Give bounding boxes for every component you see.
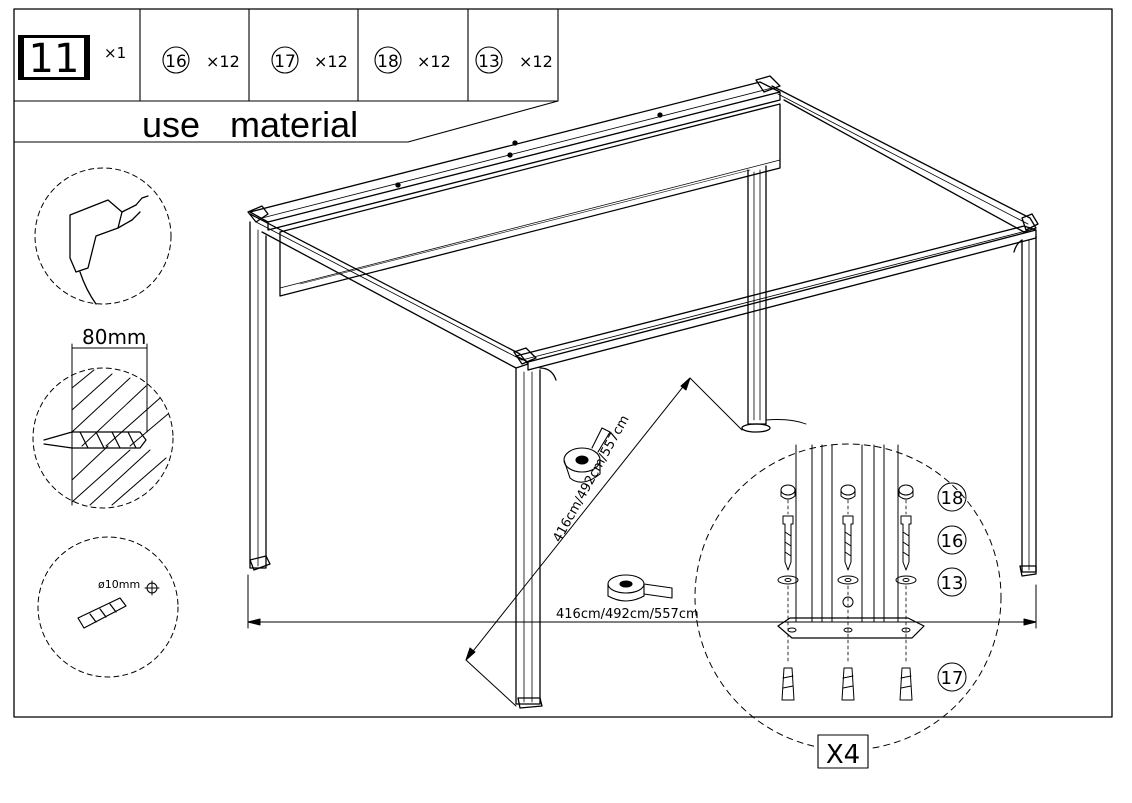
parts-table <box>13 8 559 143</box>
part-qty: ×12 <box>314 52 348 71</box>
base-plate <box>777 617 925 639</box>
part-number-circle <box>937 567 967 597</box>
wall-hatch <box>71 369 169 506</box>
anchor-parts <box>781 667 913 701</box>
part-number-circle <box>374 46 402 74</box>
part-cell-17: 17 ×12 <box>271 46 348 74</box>
callout-part-16: 16 <box>941 531 964 552</box>
outer-border <box>13 8 1113 718</box>
drill-icon <box>69 195 149 305</box>
part-cell-18: 18 ×12 <box>374 46 451 74</box>
drill-depth-label: 80mm <box>82 325 146 349</box>
step-number-badge: 11 <box>18 35 90 82</box>
detail-callout: 18 16 13 17 <box>694 443 1002 751</box>
part-number: 17 <box>274 52 296 72</box>
multiplier-box <box>817 734 869 769</box>
tape-measure-icon <box>607 574 673 602</box>
use-material-label: use material <box>142 104 358 145</box>
width-dimension <box>247 574 1037 629</box>
drill-tool-panel <box>34 167 172 305</box>
part-qty: ×12 <box>206 52 240 71</box>
cap-parts <box>780 484 914 500</box>
anchor-diameter-label: ø10mm <box>98 578 140 591</box>
screw-parts <box>782 515 912 571</box>
part-cell-13: 13 ×12 <box>475 46 553 74</box>
anchor-bolt-icon <box>43 431 147 449</box>
pergola-frame <box>247 75 1039 709</box>
diagonal-dimension <box>465 377 743 707</box>
multiplier-label: X4 <box>826 740 860 770</box>
callout-part-13: 13 <box>941 573 964 594</box>
part-qty: ×12 <box>417 52 451 71</box>
part-number-circle <box>937 525 967 555</box>
post-detail <box>795 444 899 623</box>
anchor-plug-icon <box>77 597 127 629</box>
leg-back-right <box>747 165 767 425</box>
front-beam <box>515 225 1037 371</box>
callout-part-18: 18 <box>941 488 964 509</box>
part-number-circle <box>475 46 503 74</box>
part-cell-16: 16 ×12 <box>162 46 240 74</box>
part-number: 18 <box>377 52 399 72</box>
left-beam <box>249 213 529 369</box>
drill-depth-panel: 80mm <box>32 325 174 509</box>
step-number: 11 <box>29 36 80 82</box>
tape-measure-icon <box>563 427 611 483</box>
right-beam <box>771 85 1037 233</box>
part-number-circle <box>937 662 967 692</box>
anchor-panel: ø10mm <box>37 536 179 678</box>
washer-parts <box>777 575 917 585</box>
width-dimension-label: 416cm/492cm/557cm <box>556 607 699 622</box>
callout-part-17: 17 <box>941 668 964 689</box>
part-number: 13 <box>478 52 500 72</box>
part-number: 16 <box>165 52 187 72</box>
part-number-circle <box>162 46 190 74</box>
part-qty: ×12 <box>519 52 553 71</box>
leg-front-left <box>515 367 541 705</box>
back-panel <box>279 103 781 297</box>
step-qty: ×1 <box>104 44 126 62</box>
part-number-circle <box>937 482 967 512</box>
part-number-circle <box>271 46 299 74</box>
crosshair-icon <box>144 580 160 596</box>
leg-front-right <box>1021 235 1037 573</box>
